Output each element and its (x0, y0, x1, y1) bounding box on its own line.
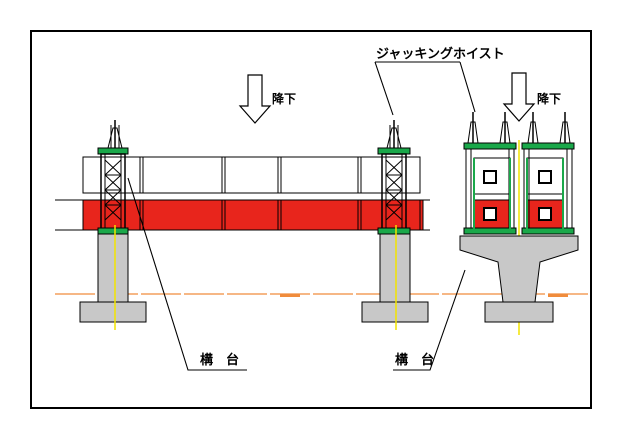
jacking-hoist-label: ジャッキングホイスト (376, 46, 505, 62)
pier-label-left: 構 台 (200, 352, 239, 368)
girder-section-right (526, 157, 564, 231)
diagram-frame (30, 30, 592, 409)
down-arrow-icon (238, 74, 272, 124)
pier-left (79, 231, 147, 323)
girder-section-left (473, 157, 511, 231)
leader-lines (127, 61, 476, 371)
pier-label-right: 構 台 (395, 352, 434, 368)
pier-middle (361, 231, 429, 323)
jacking-tower-middle (377, 120, 411, 235)
down-arrow-icon (502, 72, 536, 122)
jacking-towers-section (463, 112, 575, 235)
lowering-label-right: 降下 (537, 91, 561, 106)
jacking-tower-left (97, 120, 129, 235)
upper-girder (82, 156, 421, 194)
pier-cross-section (459, 235, 579, 323)
lowering-label-left: 降下 (272, 91, 296, 106)
